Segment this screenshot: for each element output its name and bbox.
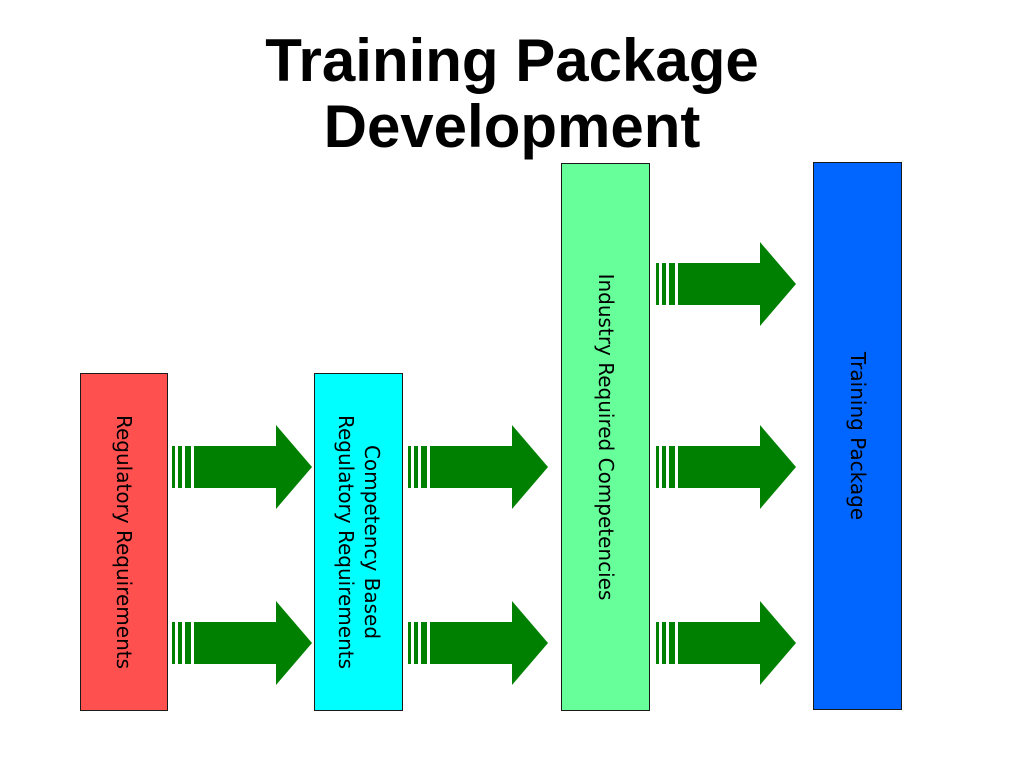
arrow-competency-to-industry-upper [408, 425, 548, 509]
competency-based-line-2: Regulatory Requirements [333, 414, 358, 670]
arrow-head-body [678, 601, 796, 685]
industry-competencies-text: Industry Required Competencies [593, 273, 618, 601]
arrow-stripe-2 [414, 446, 418, 488]
arrow-stripe-3 [421, 446, 427, 488]
block-arrow-shape [408, 425, 548, 509]
competency-based-label: Competency Based Regulatory Requirements [333, 415, 385, 669]
arrow-stripe-3 [669, 446, 675, 488]
arrow-head-body [194, 601, 312, 685]
title-line-2: Development [323, 93, 701, 160]
arrow-stripe-1 [408, 446, 411, 488]
arrow-regulatory-to-competency-lower [172, 601, 312, 685]
regulatory-requirements-label: Regulatory Requirements [111, 415, 137, 669]
arrow-stripe-2 [662, 446, 666, 488]
block-arrow-shape [172, 601, 312, 685]
block-arrow-shape [408, 601, 548, 685]
arrow-head-body [678, 425, 796, 509]
arrow-stripe-2 [178, 622, 182, 664]
training-package-text: Training Package [845, 351, 870, 521]
regulatory-requirements-box: Regulatory Requirements [80, 373, 168, 711]
competency-based-line-1: Competency Based [359, 444, 384, 640]
arrow-stripe-1 [656, 446, 659, 488]
arrow-stripe-1 [656, 263, 659, 305]
arrow-stripe-3 [669, 263, 675, 305]
block-arrow-shape [172, 425, 312, 509]
block-arrow-shape [656, 425, 796, 509]
arrow-stripe-2 [662, 622, 666, 664]
industry-required-competencies-box: Industry Required Competencies [561, 163, 650, 711]
arrow-head-body [678, 242, 796, 326]
arrow-industry-to-package-bottom [656, 601, 796, 685]
arrow-industry-to-package-middle [656, 425, 796, 509]
industry-competencies-label: Industry Required Competencies [593, 274, 619, 601]
arrow-head-body [430, 425, 548, 509]
block-arrow-shape [656, 601, 796, 685]
arrow-regulatory-to-competency-upper [172, 425, 312, 509]
arrow-industry-to-package-top [656, 242, 796, 326]
arrow-stripe-2 [662, 263, 666, 305]
arrow-head-body [194, 425, 312, 509]
block-arrow-shape [656, 242, 796, 326]
arrow-stripe-1 [656, 622, 659, 664]
arrow-stripe-2 [414, 622, 418, 664]
arrow-stripe-1 [408, 622, 411, 664]
arrow-stripe-3 [185, 446, 191, 488]
arrow-stripe-2 [178, 446, 182, 488]
regulatory-requirements-text: Regulatory Requirements [112, 414, 136, 670]
training-package-box: Training Package [813, 162, 902, 710]
slide-title: Training Package Development [0, 28, 1024, 160]
title-line-1: Training Package [265, 27, 759, 94]
arrow-stripe-3 [421, 622, 427, 664]
arrow-stripe-3 [669, 622, 675, 664]
arrow-competency-to-industry-lower [408, 601, 548, 685]
training-package-label: Training Package [845, 352, 871, 520]
arrow-stripe-1 [172, 446, 175, 488]
arrow-head-body [430, 601, 548, 685]
competency-based-requirements-box: Competency Based Regulatory Requirements [314, 373, 403, 711]
arrow-stripe-1 [172, 622, 175, 664]
arrow-stripe-3 [185, 622, 191, 664]
